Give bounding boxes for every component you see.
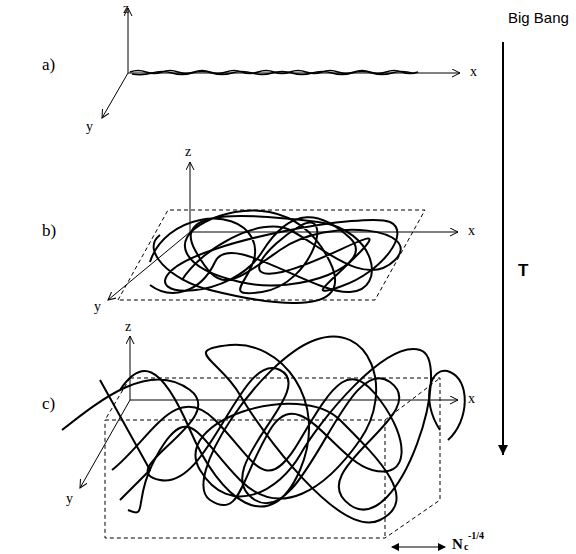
panel-label: a) <box>42 56 55 73</box>
axis-label: y <box>86 120 93 134</box>
string-line <box>130 71 418 75</box>
string-tangle-3d <box>62 336 465 522</box>
axis-label: z <box>123 2 129 16</box>
scale-symbol: N <box>452 537 463 552</box>
scale-subscript: c <box>464 542 468 552</box>
time-label: T <box>518 262 528 279</box>
panel-label: c) <box>42 395 55 412</box>
axis-label: x <box>468 392 475 406</box>
string-tangle-2d <box>150 210 401 303</box>
axis-label: z <box>185 145 191 159</box>
axis-label: x <box>468 224 475 238</box>
panel-label: b) <box>42 222 56 239</box>
axis-label: z <box>125 320 131 334</box>
title-label: Big Bang <box>508 10 569 25</box>
scale-exponent: -1/4 <box>468 531 484 541</box>
time-arrow <box>502 42 504 455</box>
axis-label: y <box>66 492 73 506</box>
axis-label: x <box>470 65 477 79</box>
axis-label: y <box>94 300 101 314</box>
axes-a <box>102 8 460 118</box>
